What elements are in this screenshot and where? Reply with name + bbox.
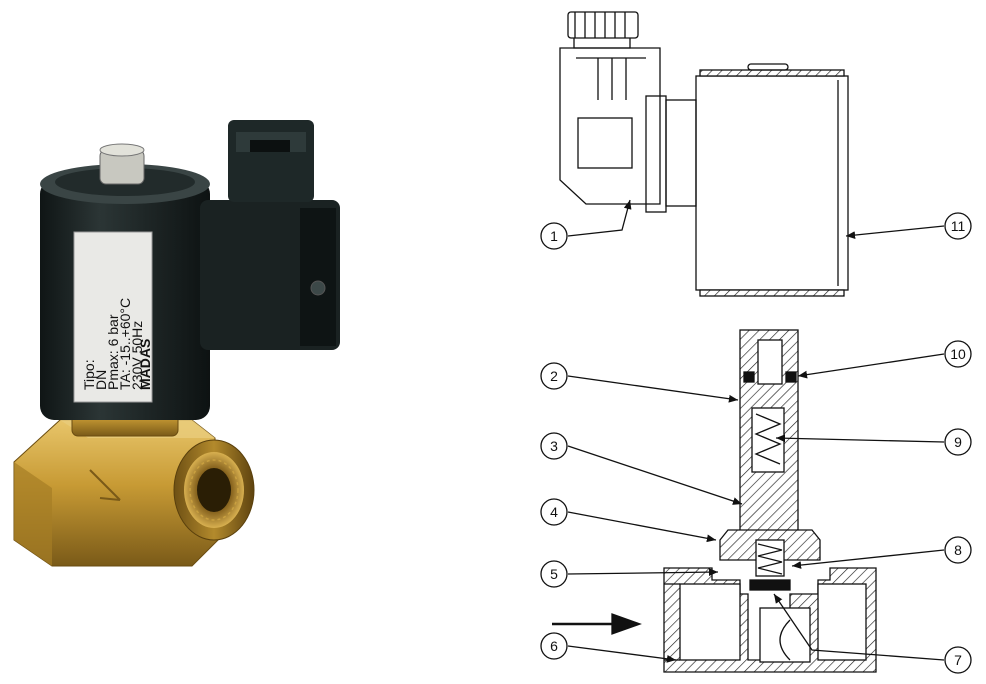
callout-7: 7 bbox=[944, 646, 972, 674]
callout-2-label: 2 bbox=[550, 368, 558, 384]
callout-8: 8 bbox=[944, 536, 972, 564]
threaded-outlet-port bbox=[173, 439, 255, 541]
valve-photo: Tipo: DN Pmax: 6 bar TA: -15..+60°C 230V… bbox=[13, 120, 340, 567]
callout-9-label: 9 bbox=[954, 434, 962, 450]
callout-5: 5 bbox=[540, 560, 568, 588]
callout-6-label: 6 bbox=[550, 638, 558, 654]
label-line-0: Tipo: bbox=[81, 359, 97, 390]
coil-assembly-drawing bbox=[559, 11, 849, 297]
callout-7-label: 7 bbox=[954, 652, 962, 668]
coil-label: Tipo: DN Pmax: 6 bar TA: -15..+60°C 230V… bbox=[73, 231, 153, 403]
flow-direction-arrow bbox=[552, 613, 642, 635]
label-line-4: 230V 50Hz bbox=[129, 321, 145, 390]
callout-3: 3 bbox=[540, 432, 568, 460]
callout-3-label: 3 bbox=[550, 438, 558, 454]
electrical-connector bbox=[200, 120, 340, 350]
callout-2: 2 bbox=[540, 362, 568, 390]
label-line-2: Pmax: 6 bar bbox=[105, 314, 121, 390]
brand-logo: MADAS bbox=[137, 339, 153, 390]
label-line-3: TA: -15..+60°C bbox=[117, 298, 133, 390]
callout-4-label: 4 bbox=[550, 504, 558, 520]
leader-lines bbox=[567, 199, 945, 663]
cross-section-diagram bbox=[552, 11, 945, 673]
callout-5-label: 5 bbox=[550, 566, 558, 582]
callout-11-label: 11 bbox=[951, 218, 966, 234]
callout-6: 6 bbox=[540, 632, 568, 660]
callout-8-label: 8 bbox=[954, 542, 962, 558]
callout-10-label: 10 bbox=[950, 346, 966, 362]
callout-9: 9 bbox=[944, 428, 972, 456]
callout-1: 1 bbox=[540, 222, 568, 250]
callout-4: 4 bbox=[540, 498, 568, 526]
callout-10: 10 bbox=[944, 340, 972, 368]
callouts: 1 2 3 4 5 6 7 8 9 10 11 bbox=[540, 212, 972, 674]
valve-body-section bbox=[663, 329, 877, 673]
label-line-1: DN bbox=[93, 370, 109, 390]
callout-1-label: 1 bbox=[550, 228, 558, 244]
callout-11: 11 bbox=[944, 212, 972, 240]
